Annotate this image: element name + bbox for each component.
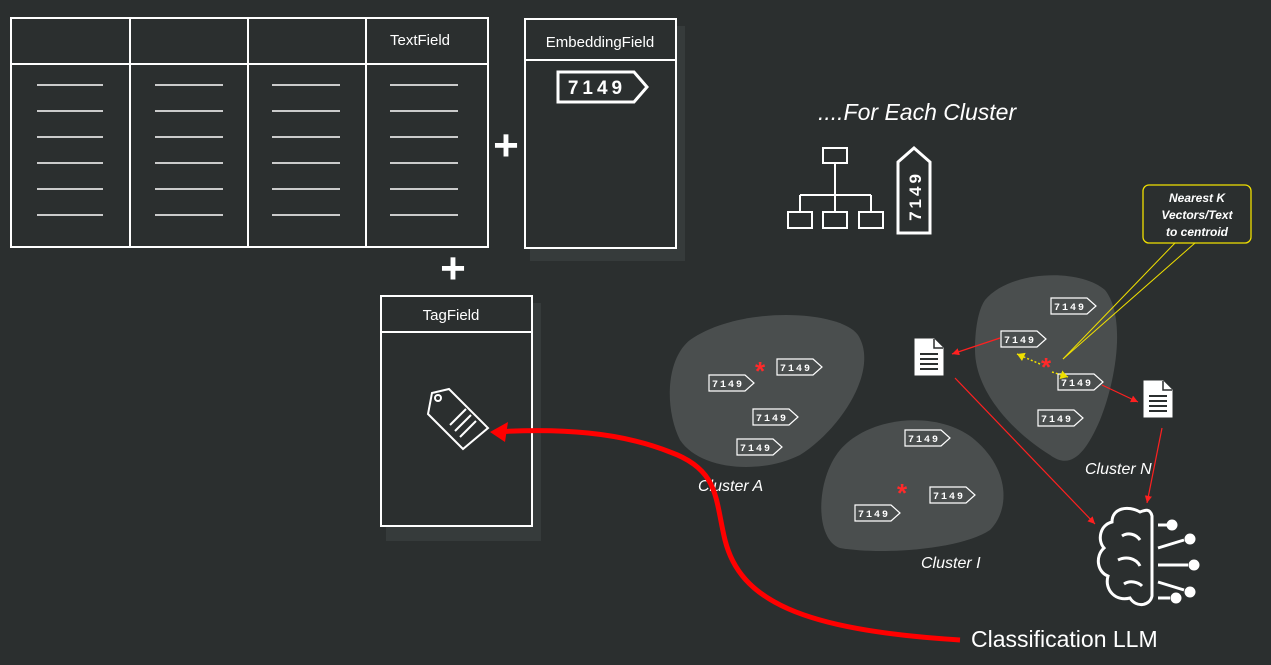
document-icon: [914, 338, 944, 376]
vector-tag-icon: 7149: [736, 438, 783, 456]
vector-tag-icon: 7149: [854, 504, 901, 522]
vector-tag-label: 7149: [712, 380, 744, 391]
vector-tag-icon: 7149: [1057, 373, 1104, 391]
classification-arrow: [494, 428, 961, 643]
vector-tag-icon: 7149: [752, 408, 799, 426]
cluster-i-label: Cluster I: [921, 555, 981, 572]
vector-tag-label: 7149: [740, 444, 772, 455]
plus-icon: +: [440, 244, 466, 293]
vector-tag-label: 7149: [858, 510, 890, 521]
svg-text:7149: 7149: [906, 171, 925, 221]
centroid-n-icon: *: [1041, 352, 1052, 382]
data-table: TextField: [10, 17, 489, 248]
vector-tag-label: 7149: [756, 414, 788, 425]
vector-tag-label: 7149: [1004, 336, 1036, 347]
cluster-a-blob: [669, 315, 865, 467]
svg-text:to centroid: to centroid: [1166, 225, 1229, 239]
cluster-i-blob: [821, 420, 1004, 551]
embeddingfield-header: EmbeddingField: [546, 34, 654, 51]
svg-text:7149: 7149: [568, 78, 626, 99]
vector-tag-label: 7149: [908, 435, 940, 446]
plus-icon: +: [493, 121, 519, 170]
classification-llm-label: Classification LLM: [971, 626, 1158, 652]
svg-text:Vectors/Text: Vectors/Text: [1161, 208, 1233, 222]
svg-text:Nearest K: Nearest K: [1169, 191, 1226, 205]
tagfield-header: TagField: [423, 307, 480, 324]
vector-tag-icon: 7149: [1000, 330, 1047, 348]
arrow-head-icon: [490, 422, 508, 442]
retrieval-arrows: [951, 337, 1163, 525]
for-each-cluster-title: ....For Each Cluster: [818, 99, 1017, 125]
tag-icon: [426, 387, 490, 451]
nearest-k-callout: Nearest K Vectors/Text to centroid: [1062, 184, 1252, 360]
vector-icon: 7149: [556, 70, 649, 104]
document-icon: [1143, 380, 1173, 418]
embedding-field-box: EmbeddingField 7149: [524, 18, 685, 261]
vector-icon: 7149: [896, 146, 932, 235]
table-cell-lines: [37, 84, 458, 216]
vector-tag-label: 7149: [1061, 379, 1093, 390]
vector-tag-label: 7149: [1054, 303, 1086, 314]
vector-tag-icon: 7149: [1050, 297, 1097, 315]
cluster-n-blob: [975, 275, 1118, 461]
nearest-distance-arrows: [1016, 352, 1069, 380]
textfield-header: TextField: [390, 32, 450, 49]
llm-brain-icon: [1096, 506, 1200, 606]
tag-field-box: TagField: [380, 295, 541, 541]
vector-tag-icon: 7149: [929, 486, 976, 504]
hierarchy-icon: [787, 147, 884, 229]
vector-tag-label: 7149: [1041, 415, 1073, 426]
vector-tag-icon: 7149: [708, 374, 755, 392]
vector-tag-label: 7149: [780, 364, 812, 375]
vector-tag-label: 7149: [933, 492, 965, 503]
vector-tag-icon: 7149: [776, 358, 823, 376]
centroid-a-icon: *: [755, 356, 766, 386]
cluster-n-label: Cluster N: [1085, 461, 1152, 478]
cluster-vectors: 7149 7149 7149 7149 7149 7149 7149 7149 7149 7149…: [708, 297, 1104, 522]
vector-tag-icon: 7149: [904, 429, 951, 447]
vector-tag-icon: 7149: [1037, 409, 1084, 427]
centroid-i-icon: *: [897, 478, 908, 508]
